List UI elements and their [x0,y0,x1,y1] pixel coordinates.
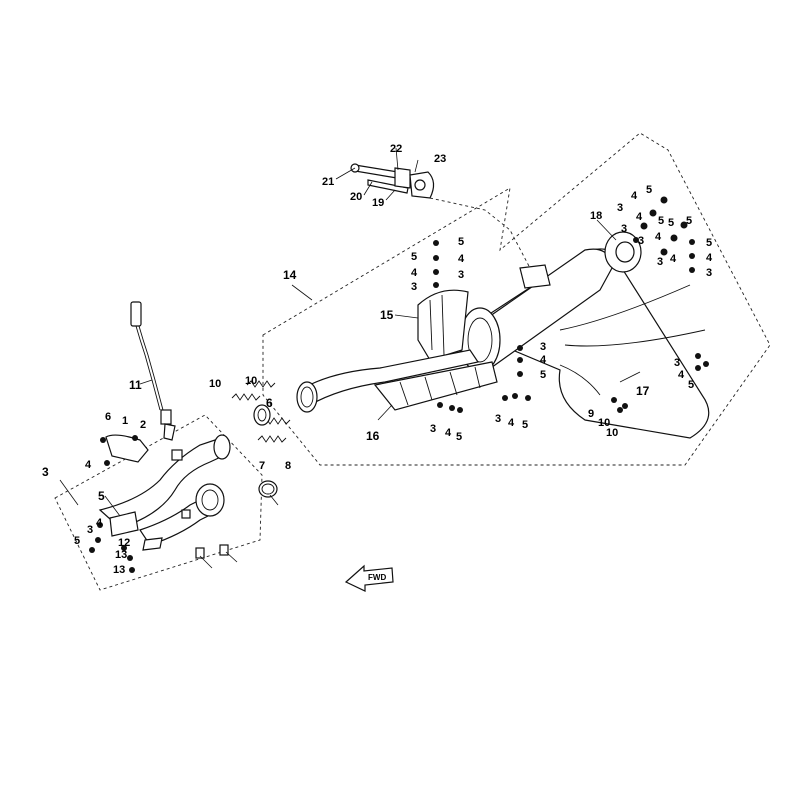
callout-4: 4 [411,267,418,279]
callout-4: 4 [540,354,547,366]
callout-3: 9 [588,408,594,420]
callout-19: 19 [372,197,384,209]
callout-5: 5 [411,251,417,263]
callout-4: 4 [636,211,643,223]
callout-labels: 21 22 23 20 19 18 3 4 5 3 4 5 3 4 5 3 4 … [42,143,713,576]
callout-5: 5 [706,237,712,249]
callout-9: 11 [129,378,142,392]
callout-3: 3 [621,223,627,235]
callout-8: 2 [140,419,146,431]
callout-5: 5 [74,535,80,547]
exhaust-gaskets [253,404,278,498]
callout-3: 3 [617,202,623,214]
callout-4: 13 [115,549,127,561]
callout-10: 8 [285,460,291,472]
callout-5: 5 [658,215,664,227]
callout-6: 6 [105,411,111,423]
callout-5: 5 [688,379,694,391]
callout-3: 3 [706,267,712,279]
callout-2: 5 [98,489,105,503]
exhaust-header [98,434,231,551]
fwd-label: FWD [368,573,386,582]
callout-1: 3 [42,465,49,479]
callout-10: 7 [259,460,265,472]
callout-5: 5 [456,431,462,443]
callout-5: 5 [458,236,464,248]
callout-7: 1 [122,415,128,427]
callout-4: 4 [678,369,685,381]
callout-4: 4 [508,417,515,429]
callout-4: 10 [598,417,610,429]
callout-3: 3 [458,269,464,281]
callout-3: 4 [96,517,103,529]
callout-22: 22 [390,143,402,155]
callout-4: 4 [445,427,452,439]
callout-3: 3 [411,281,417,293]
callout-4: 4 [670,253,677,265]
callout-4: 4 [706,252,713,264]
callout-3: 3 [638,235,644,247]
callout-15: 15 [380,308,394,322]
callout-5: 5 [522,419,528,431]
callout-3: 3 [495,413,501,425]
mid-pipe-heat-shield [373,361,498,411]
callout-4: 4 [458,253,465,265]
callout-5: 5 [668,217,674,229]
callout-5: 10 [606,427,618,439]
muffler-body [459,248,710,439]
callout-3: 5 [540,369,546,381]
leader-lines [59,147,641,569]
callout-5: 3 [540,341,546,353]
callout-16: 16 [366,429,380,443]
callout-10: 10 [209,378,221,390]
callout-3: 3 [430,423,436,435]
callout-3: 3 [657,256,663,268]
mid-pipe [296,349,479,413]
mount-to-muffler-leader [429,197,531,269]
sensor-boss-plate [100,434,149,466]
callout-4: 4 [655,231,662,243]
forward-direction-arrow: FWD [344,564,394,592]
callout-3: 3 [674,357,680,369]
fasteners [89,196,709,573]
callout-11: 6 [266,396,273,410]
callout-21: 21 [322,176,334,188]
callout-3: 12 [118,537,130,549]
callout-5: 5 [686,215,692,227]
callout-4: 4 [631,190,638,202]
callout-5: 13 [113,564,125,576]
sensor-plugs [195,544,229,559]
callout-14: 14 [283,268,297,282]
muffler-assembly-outline [262,132,771,466]
callout-18: 18 [590,210,602,222]
callout-5: 5 [646,184,652,196]
spark-arrestor [604,231,642,273]
callout-10: 10 [245,375,257,387]
oxygen-sensor [130,301,176,441]
callout-23: 23 [434,153,446,165]
callout-4: 3 [87,524,93,536]
mount-bracket-assembly [350,163,435,199]
callout-6: 4 [85,459,92,471]
callout-20: 20 [350,191,362,203]
muffler-heat-shield [417,289,469,361]
callout-17: 17 [636,384,650,398]
